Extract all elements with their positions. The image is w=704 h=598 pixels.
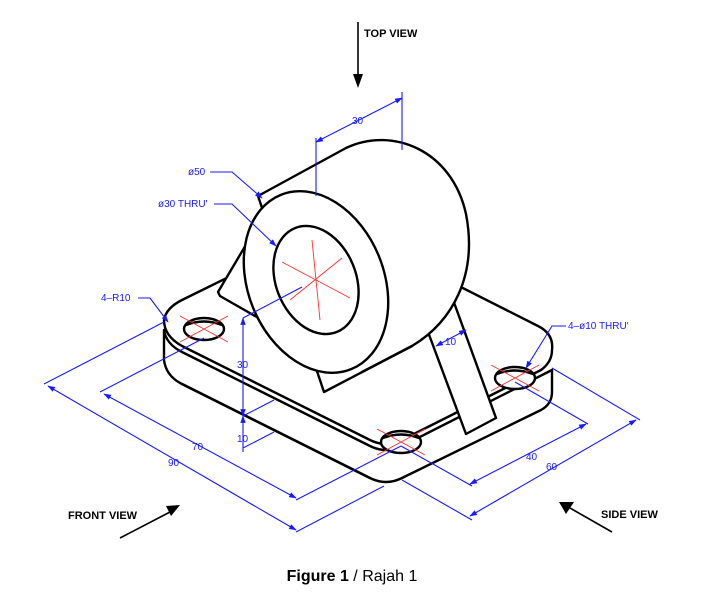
base-holes	[179, 315, 540, 456]
top-view-label: TOP VIEW	[364, 28, 418, 40]
dim-30-width: 30	[352, 116, 364, 127]
dim-dia-30-thru: ø30 THRU'	[158, 199, 208, 210]
figure-label: Figure 1	[286, 568, 349, 585]
front-view-indicator: FRONT VIEW	[68, 505, 180, 539]
dimension-lines	[43, 92, 641, 533]
dim-40: 40	[526, 452, 538, 463]
side-view-label: SIDE VIEW	[601, 509, 658, 521]
hole-left	[179, 315, 229, 343]
dim-10-rib: 10	[445, 337, 457, 348]
dim-dia-50: ø50	[188, 167, 206, 178]
dim-10-thickness: 10	[237, 434, 249, 445]
dim-30-height: 30	[237, 360, 249, 371]
dim-4-r10: 4–R10	[101, 293, 131, 304]
caption-separator: /	[348, 568, 363, 585]
front-view-label: FRONT VIEW	[68, 510, 138, 522]
dim-70: 70	[192, 442, 204, 453]
dim-4-dia10-thru: 4–ø10 THRU'	[568, 321, 629, 332]
hole-right	[490, 364, 540, 392]
cylinder-boss	[242, 138, 471, 394]
dimension-labels: 30 ø50 ø30 THRU' 4–R10 4–ø10 THRU' 30 10…	[101, 116, 629, 473]
malay-label: Rajah 1	[362, 568, 418, 585]
dim-90: 90	[168, 458, 180, 469]
figure-caption: Figure 1 / Rajah 1	[0, 568, 704, 586]
hole-front	[376, 428, 426, 456]
top-view-indicator: TOP VIEW	[353, 22, 418, 88]
base-front-face	[162, 328, 554, 484]
side-view-indicator: SIDE VIEW	[559, 502, 658, 533]
dim-60: 60	[546, 462, 558, 473]
